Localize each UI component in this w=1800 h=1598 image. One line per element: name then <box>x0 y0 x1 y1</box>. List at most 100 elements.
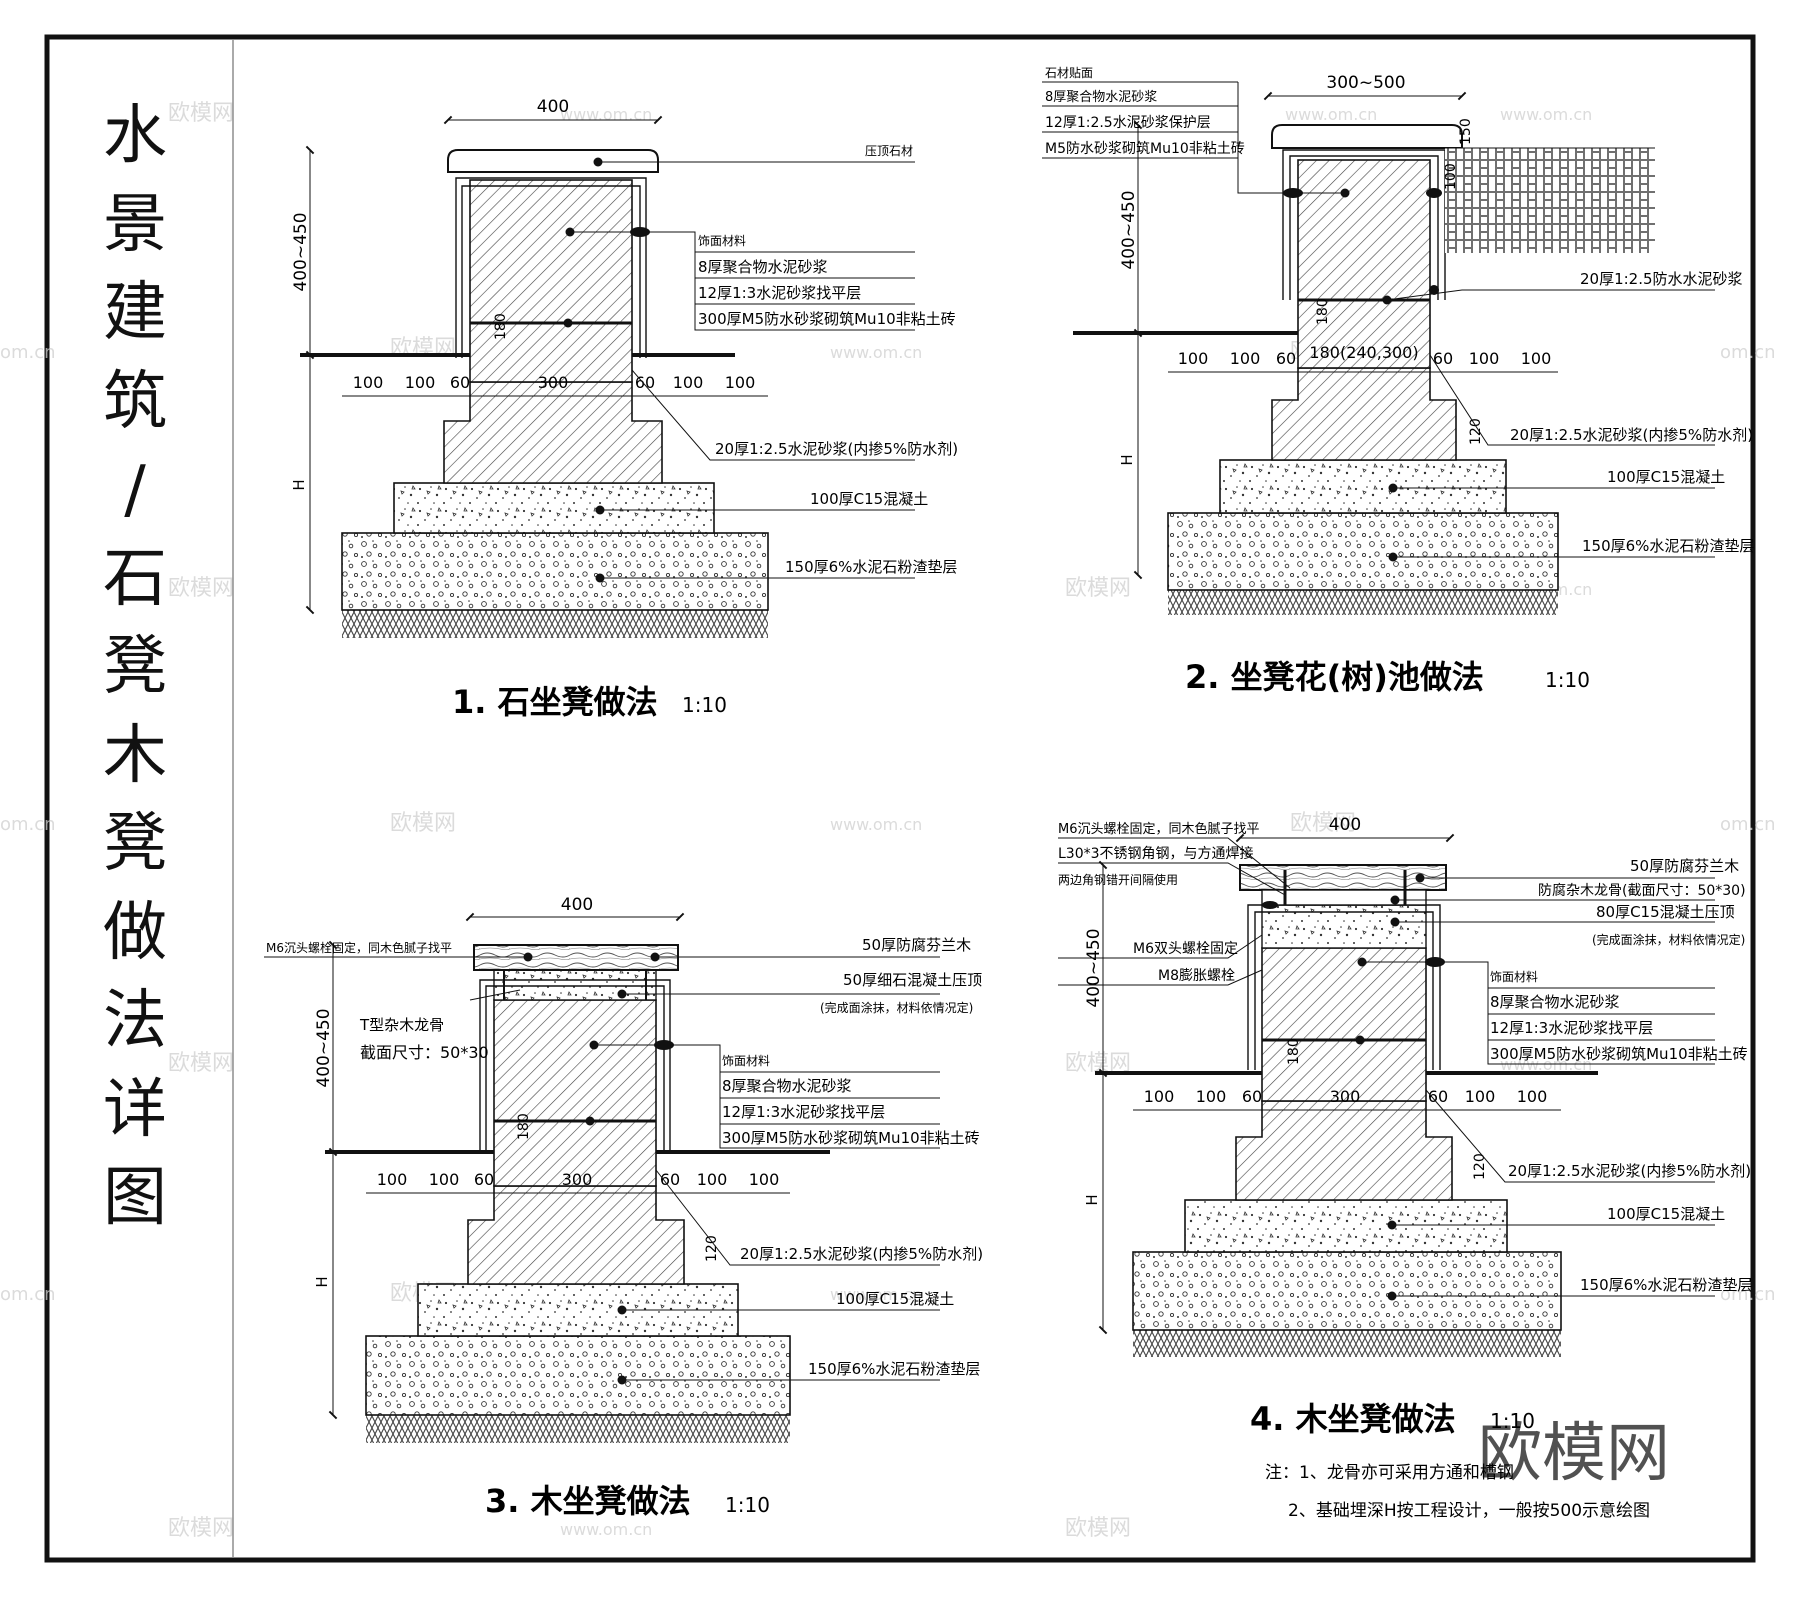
planter-paving <box>1445 148 1655 253</box>
concrete-layer <box>1219 459 1507 514</box>
concrete-layer <box>393 482 715 534</box>
watermark-url: www.om.cn <box>830 1285 922 1304</box>
layer-label: 饰面材料 <box>722 1054 770 1068</box>
dim-bottom: 60 <box>474 1170 494 1189</box>
dim-bottom: 100 <box>1469 349 1500 368</box>
left-label: T型杂木龙骨 <box>359 1016 444 1034</box>
layer-label: 100厚C15混凝土 <box>1607 1205 1725 1223</box>
layer-label: 12厚1:2.5水泥砂浆保护层 <box>1045 115 1211 131</box>
dim-bottom: 180(240,300) <box>1309 343 1418 362</box>
detail-1: 400 400~450 H 180 100 100 60 300 60 100 … <box>290 97 958 721</box>
layer-label: 50厚防腐芬兰木 <box>1630 857 1739 875</box>
brick-body <box>1297 159 1431 369</box>
sheet-title-char: 图 <box>103 1161 167 1235</box>
sheet-title-char: 建 <box>103 276 167 350</box>
finish-layers <box>455 177 647 358</box>
dim-width: 400 <box>1329 815 1361 835</box>
dim-bottom: 100 <box>1144 1087 1175 1106</box>
dim-height: 400~450 <box>291 212 311 291</box>
concrete-capping <box>493 969 657 1001</box>
dim-bottom: 300 <box>562 1170 593 1189</box>
sheet-title-char: 景 <box>103 187 167 262</box>
dim-h: H <box>1118 454 1136 465</box>
detail-3: 400 400~450 H 180 120 100 100 60 300 60 … <box>264 895 983 1520</box>
dim-bottom: 100 <box>353 373 384 392</box>
layer-label: 20厚1:2.5水泥砂浆(内掺5%防水剂) <box>715 440 958 458</box>
layer-label: 12厚1:3水泥砂浆找平层 <box>722 1103 885 1121</box>
watermark-url: www.om.cn <box>830 343 922 362</box>
dim-bottom: 300 <box>1330 1087 1361 1106</box>
dim-bottom: 100 <box>1196 1087 1227 1106</box>
watermark-url: www.om.cn <box>830 815 922 834</box>
detail-title: 1. 石坐凳做法 <box>452 683 658 721</box>
layer-label: 150厚6%水泥石粉渣垫层 <box>808 1360 980 1378</box>
watermark-small: 欧模网 <box>168 1516 234 1541</box>
layer-label: 20厚1:2.5水泥砂浆(内掺5%防水剂) <box>1508 1162 1751 1180</box>
dim-120: 120 <box>1472 1153 1488 1180</box>
left-label: M6沉头螺栓固定，同木色腻子找平 <box>266 940 452 955</box>
stone-coping <box>1271 124 1463 149</box>
dim-height: 400~450 <box>1119 190 1139 269</box>
watermark-small: 欧模网 <box>1290 811 1356 836</box>
layer-label: 20厚1:2.5水泥砂浆(内掺5%防水剂) <box>740 1245 983 1263</box>
dim-bottom: 100 <box>725 373 756 392</box>
watermark-url: www.om.cn <box>560 105 652 124</box>
angle-steel <box>1283 870 1407 905</box>
layer-label: 50厚防腐芬兰木 <box>862 936 971 954</box>
dim-bottom: 100 <box>1517 1087 1548 1106</box>
left-label: 两边角钢错开间隔使用 <box>1058 872 1178 887</box>
watermark-url: www.om.cn <box>560 1520 652 1539</box>
dim-width: 400 <box>537 97 569 117</box>
dim-bottom: 100 <box>1465 1087 1496 1106</box>
layer-label: 压顶石材 <box>865 144 913 158</box>
layer-label: 300厚M5防水砂浆砌筑Mu10非粘土砖 <box>722 1129 980 1147</box>
layer-label: 20厚1:2.5防水水泥砂浆 <box>1580 270 1743 288</box>
brick-footing <box>467 1185 685 1285</box>
layer-label: 12厚1:3水泥砂浆找平层 <box>698 284 861 302</box>
gravel-layer <box>1167 512 1559 591</box>
dim-height: 400~450 <box>314 1008 334 1087</box>
layer-label: 50厚细石混凝土压顶 <box>843 971 982 989</box>
gravel-layer <box>341 532 769 611</box>
left-label: M6沉头螺栓固定，同木色腻子找平 <box>1058 821 1260 837</box>
dim-bottom: 300 <box>538 373 569 392</box>
sheet-title-char: 木 <box>103 718 167 793</box>
detail-4: 400 400~450 H 180 120 100 100 60 300 60 … <box>1058 815 1752 1521</box>
dim-width: 300~500 <box>1326 73 1405 93</box>
dim-150: 150 <box>1458 118 1474 145</box>
stone-coping <box>447 149 659 173</box>
dim-120: 120 <box>704 1235 720 1262</box>
finish-layers <box>479 979 671 1150</box>
detail-scale: 1:10 <box>1545 668 1590 692</box>
dim-bottom: 100 <box>749 1170 780 1189</box>
dim-180: 180 <box>1315 298 1331 325</box>
dim-bottom: 100 <box>1230 349 1261 368</box>
detail-scale: 1:10 <box>682 693 727 717</box>
watermark-url: om.cn <box>1720 342 1776 363</box>
gravel-layer <box>365 1335 791 1416</box>
detail-scale: 1:10 <box>725 1493 770 1517</box>
dim-bottom: 100 <box>1521 349 1552 368</box>
watermark-url: www.om.cn <box>1500 105 1592 124</box>
earth-hatch <box>1168 590 1558 615</box>
dim-bottom: 60 <box>450 373 470 392</box>
detail-scale: 1:10 <box>1490 1409 1535 1433</box>
watermark-small: 欧模网 <box>1065 576 1131 601</box>
dim-120: 120 <box>1468 418 1484 445</box>
detail-title: 2. 坐凳花(树)池做法 <box>1185 658 1484 696</box>
layer-label: 12厚1:3水泥砂浆找平层 <box>1490 1019 1653 1037</box>
layer-label: 饰面材料 <box>1490 970 1538 984</box>
detail-title: 4. 木坐凳做法 <box>1250 1400 1456 1438</box>
earth-hatch <box>1133 1330 1561 1357</box>
left-label: M8膨胀螺栓 <box>1158 967 1235 984</box>
detail-2: 300~500 400~450 H 150 100 180 120 100 10… <box>1042 66 1754 696</box>
watermark-logo: 欧模网 <box>1478 1417 1670 1491</box>
layer-label: 150厚6%水泥石粉渣垫层 <box>1580 1276 1752 1294</box>
dim-height: 400~450 <box>1084 928 1104 1007</box>
sheet-frame <box>44 34 1756 1563</box>
dim-bottom: 100 <box>1178 349 1209 368</box>
dim-bottom: 100 <box>697 1170 728 1189</box>
sheet-title-char: 凳 <box>103 630 167 704</box>
layer-label: 300厚M5防水砂浆砌筑Mu10非粘土砖 <box>1490 1045 1748 1063</box>
